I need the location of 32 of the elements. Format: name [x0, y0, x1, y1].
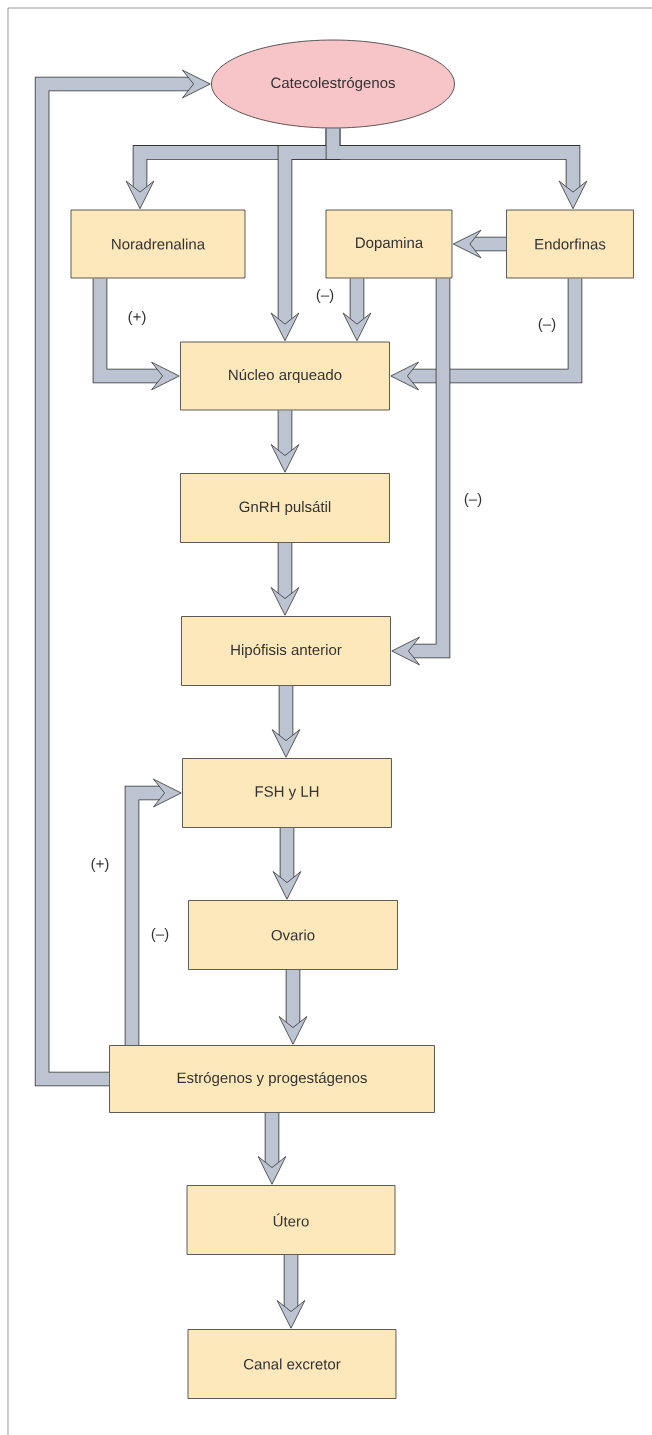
process-box: Canal excretor	[187, 1329, 397, 1399]
arrow	[272, 827, 302, 900]
arrow	[390, 278, 583, 391]
process-box: Núcleo arqueado	[180, 341, 390, 411]
arrow	[124, 778, 182, 1046]
arrow	[34, 69, 211, 1087]
edge-label: (–)	[536, 317, 558, 333]
arrow	[270, 542, 300, 616]
process-box: GnRH pulsátil	[180, 473, 390, 543]
arrow	[270, 410, 300, 473]
arrow	[342, 278, 372, 342]
arrow	[278, 969, 308, 1045]
process-box: Ovario	[188, 900, 398, 970]
process-box: Endorfinas	[506, 209, 634, 279]
sign-label: (–)	[149, 927, 171, 943]
edge-label: (–)	[462, 492, 484, 508]
arrow	[325, 128, 588, 210]
edge-label: (+)	[126, 310, 148, 326]
arrow	[452, 229, 507, 259]
process-box: Dopamina	[325, 209, 453, 279]
arrow	[391, 278, 451, 666]
arrow	[271, 685, 301, 758]
process-box: Útero	[186, 1185, 396, 1255]
edge-label: (–)	[314, 288, 336, 304]
process-box: Estrógenos y progestágenos	[109, 1045, 435, 1113]
arrow	[276, 1254, 306, 1329]
arrow	[257, 1112, 287, 1185]
edge-label: (+)	[89, 857, 111, 873]
arrow	[92, 278, 180, 391]
process-box: Hipófisis anterior	[181, 616, 391, 686]
process-box: Noradrenalina	[70, 209, 246, 279]
process-box: FSH y LH	[182, 758, 392, 828]
